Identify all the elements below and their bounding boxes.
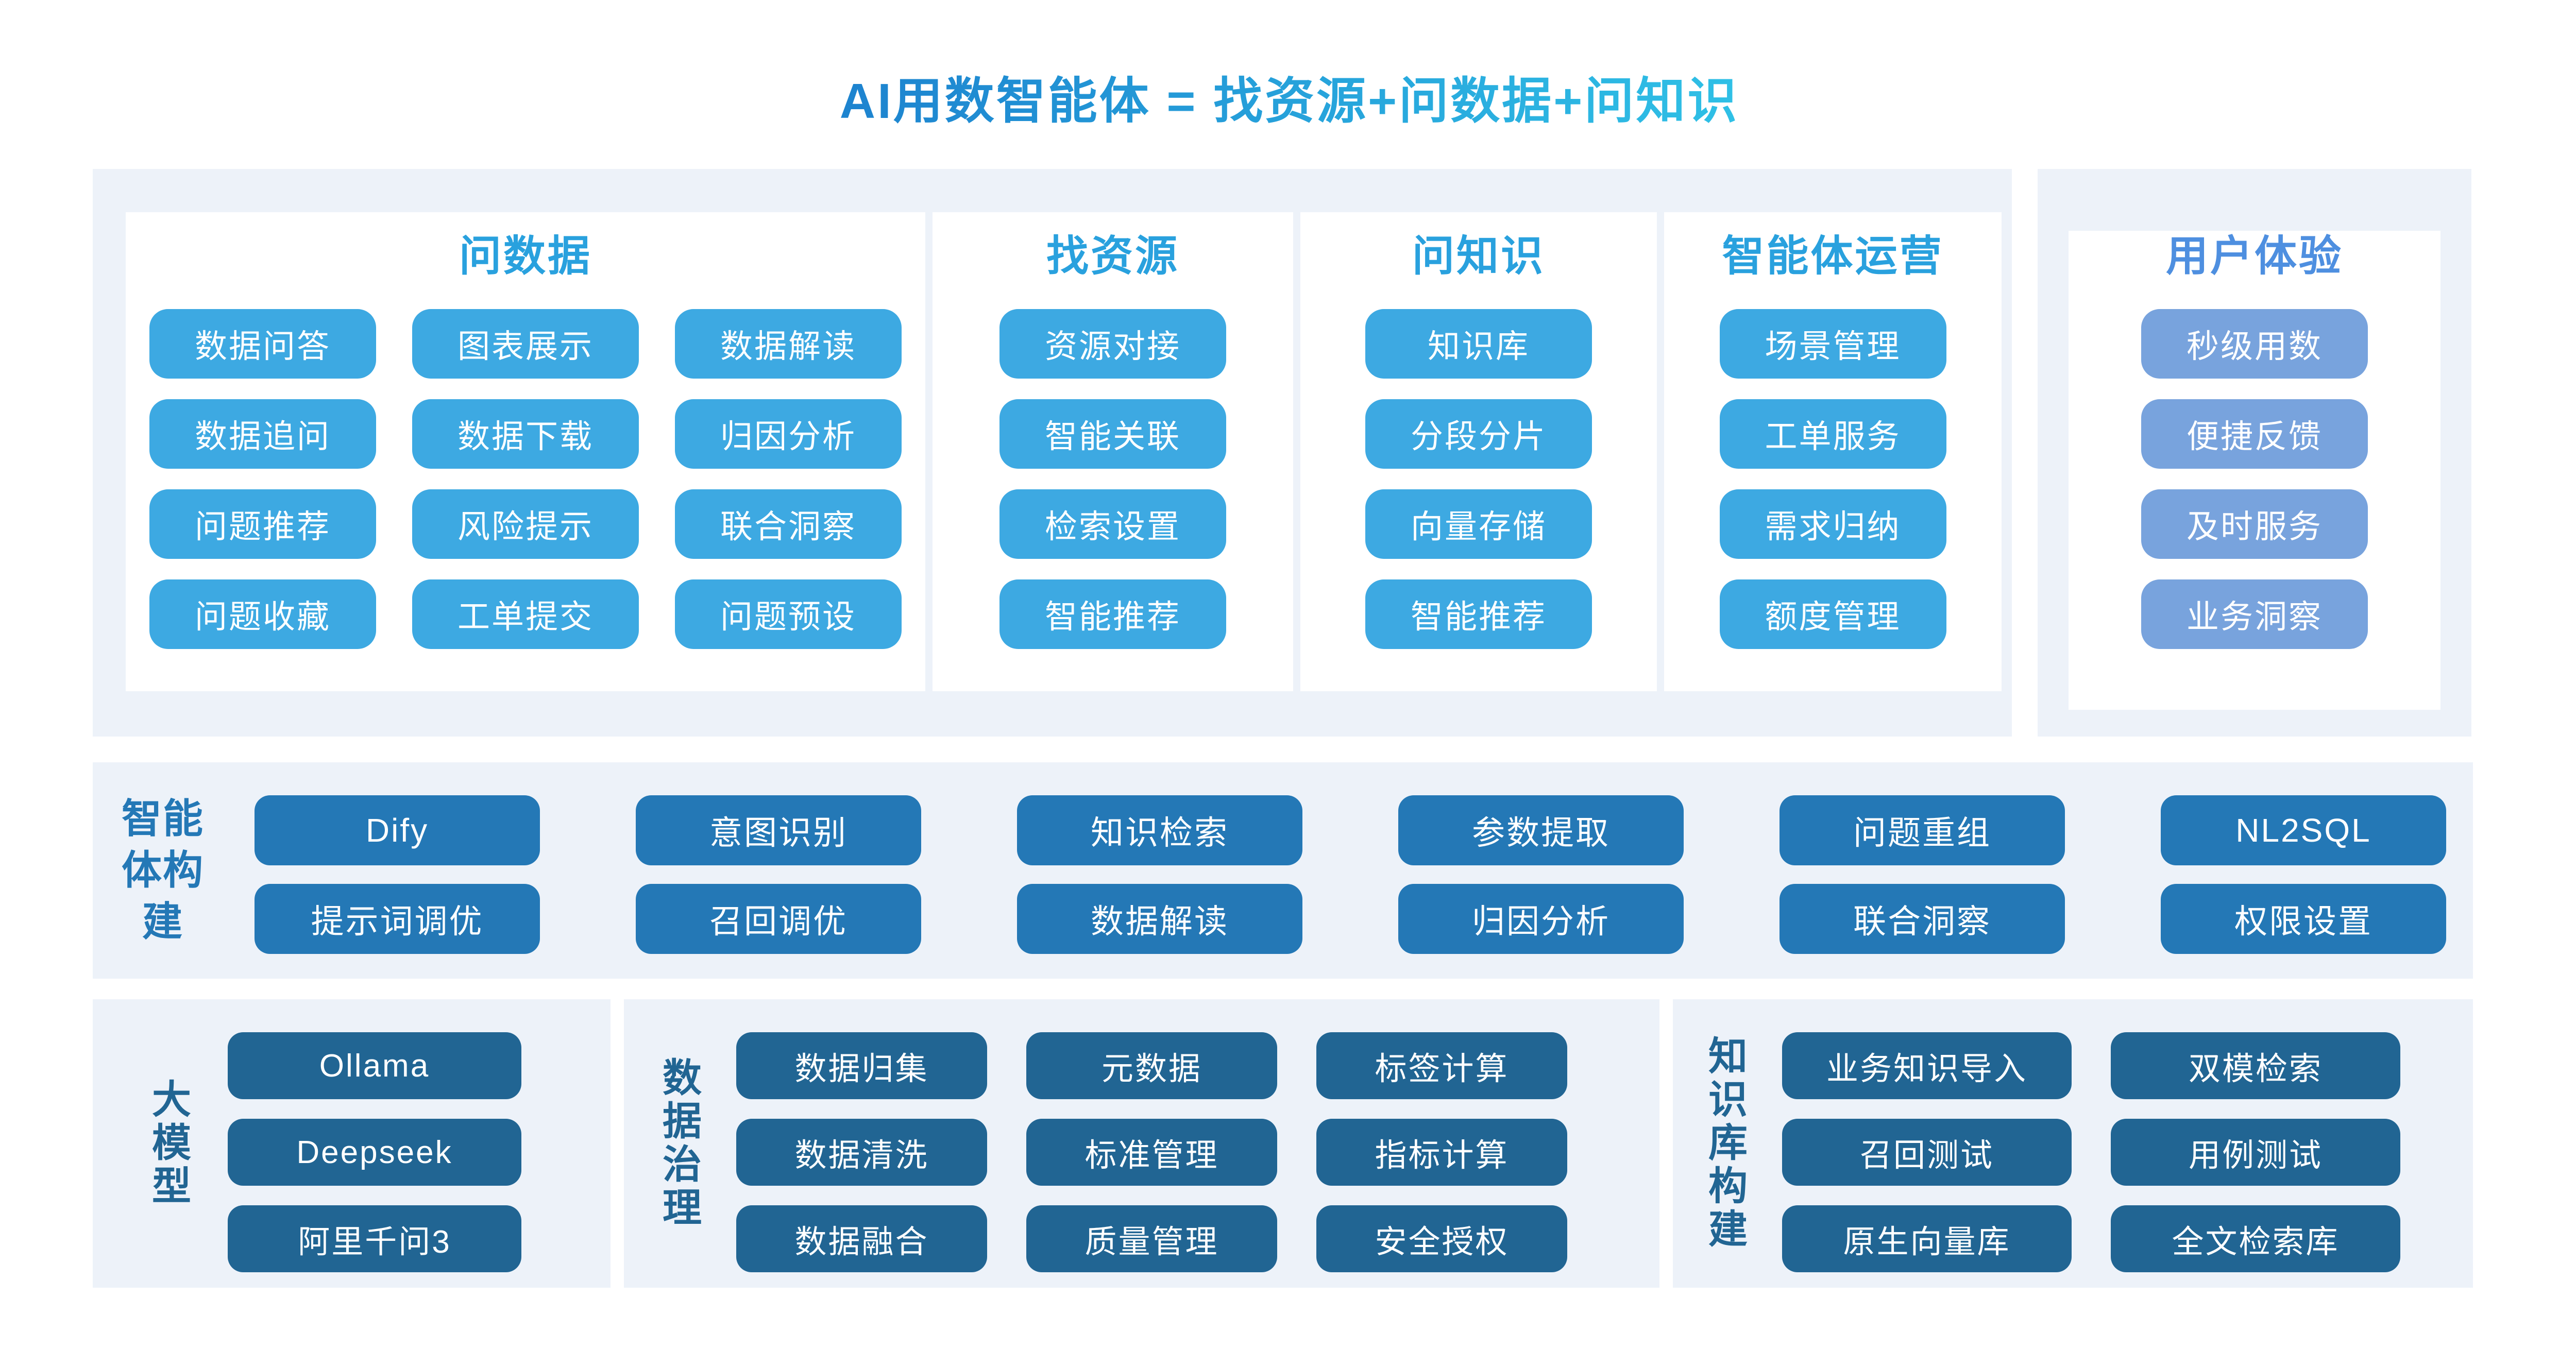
feature-box: 风险提示 [412, 489, 639, 559]
column-header-find-resources: 找资源 [1046, 233, 1179, 280]
user-experience-list: 秒级用数 便捷反馈 及时服务 业务洞察 [2069, 309, 2441, 649]
capability-box: 权限设置 [2161, 884, 2446, 954]
foundation-box: 标签计算 [1316, 1032, 1567, 1099]
foundation-box: 双模检索 [2111, 1032, 2400, 1099]
feature-box: 问题收藏 [149, 579, 376, 649]
column-find-resources: 找资源 资源对接 智能关联 检索设置 智能推荐 [933, 212, 1293, 691]
title-row: AI用数智能体 = 找资源+问数据+问知识 [0, 61, 2576, 132]
capability-box: NL2SQL [2161, 795, 2446, 865]
feature-box: 归因分析 [675, 399, 902, 469]
feature-box: 工单服务 [1719, 399, 1946, 469]
agent-build-row-1: Dify 意图识别 知识检索 参数提取 问题重组 NL2SQL [255, 795, 2446, 865]
foundation-box: 数据清洗 [736, 1119, 987, 1186]
ask-data-grid: 数据问答 图表展示 数据解读 数据追问 数据下载 归因分析 问题推荐 风险提示 … [126, 309, 925, 649]
foundation-section: 大模型 Ollama Deepseek 阿里千问3 数据治理 数据归集 元数据 … [93, 999, 2473, 1288]
feature-box: 智能推荐 [1365, 579, 1592, 649]
column-header-ask-knowledge: 问知识 [1412, 233, 1545, 280]
foundation-box: 标准管理 [1026, 1119, 1277, 1186]
column-ask-knowledge: 问知识 知识库 分段分片 向量存储 智能推荐 [1300, 212, 1657, 691]
knowledge-base-panel: 知识库构建 业务知识导入 双模检索 召回测试 用例测试 原生向量库 全文检索库 [1673, 999, 2473, 1288]
feature-box: 智能推荐 [999, 579, 1226, 649]
capability-box: 联合洞察 [1780, 884, 2065, 954]
feature-box: 联合洞察 [675, 489, 902, 559]
feature-box: 需求归纳 [1719, 489, 1946, 559]
feature-box: 图表展示 [412, 309, 639, 379]
foundation-box: 数据融合 [736, 1205, 987, 1272]
foundation-box: 数据归集 [736, 1032, 987, 1099]
capability-box: 归因分析 [1398, 884, 1684, 954]
feature-box: 额度管理 [1719, 579, 1946, 649]
capability-box: 召回调优 [636, 884, 921, 954]
feature-box: 秒级用数 [2141, 309, 2368, 379]
capability-box: 问题重组 [1780, 795, 2065, 865]
ask-knowledge-list: 知识库 分段分片 向量存储 智能推荐 [1300, 309, 1657, 649]
top-section: 问数据 数据问答 图表展示 数据解读 数据追问 数据下载 归因分析 问题推荐 风… [93, 169, 2471, 737]
feature-box: 数据追问 [149, 399, 376, 469]
user-experience-panel: 用户体验 秒级用数 便捷反馈 及时服务 业务洞察 [2038, 169, 2471, 737]
foundation-box: 召回测试 [1782, 1119, 2072, 1186]
feature-box: 数据下载 [412, 399, 639, 469]
band-label-llm: 大模型 [146, 1079, 190, 1208]
llm-list: Ollama Deepseek 阿里千问3 [228, 999, 521, 1288]
capability-box: 数据解读 [1017, 884, 1302, 954]
foundation-box: 元数据 [1026, 1032, 1277, 1099]
column-header-user-experience: 用户体验 [2165, 233, 2343, 280]
column-ask-data: 问数据 数据问答 图表展示 数据解读 数据追问 数据下载 归因分析 问题推荐 风… [126, 212, 925, 691]
foundation-box: 安全授权 [1316, 1205, 1567, 1272]
band-label-knowledge-base: 知识库构建 [1702, 1035, 1746, 1252]
feature-box: 数据解读 [675, 309, 902, 379]
feature-box: 场景管理 [1719, 309, 1946, 379]
data-governance-grid: 数据归集 元数据 标签计算 数据清洗 标准管理 指标计算 数据融合 质量管理 安… [736, 999, 1567, 1288]
agent-operations-list: 场景管理 工单服务 需求归纳 额度管理 [1664, 309, 2002, 649]
feature-box: 分段分片 [1365, 399, 1592, 469]
column-header-ask-data: 问数据 [459, 233, 592, 280]
capability-box: Dify [255, 795, 540, 865]
feature-box: 检索设置 [999, 489, 1226, 559]
user-experience-card: 用户体验 秒级用数 便捷反馈 及时服务 业务洞察 [2069, 231, 2441, 710]
foundation-box: Ollama [228, 1032, 521, 1099]
capability-box: 参数提取 [1398, 795, 1684, 865]
feature-box: 资源对接 [999, 309, 1226, 379]
feature-box: 便捷反馈 [2141, 399, 2368, 469]
feature-box: 及时服务 [2141, 489, 2368, 559]
feature-box: 智能关联 [999, 399, 1226, 469]
find-resources-list: 资源对接 智能关联 检索设置 智能推荐 [933, 309, 1293, 649]
feature-box: 工单提交 [412, 579, 639, 649]
feature-box: 业务洞察 [2141, 579, 2368, 649]
capability-box: 知识检索 [1017, 795, 1302, 865]
agent-build-band: 智能体构建 Dify 意图识别 知识检索 参数提取 问题重组 NL2SQL 提示… [93, 762, 2473, 979]
foundation-box: 阿里千问3 [228, 1205, 521, 1272]
foundation-box: 用例测试 [2111, 1119, 2400, 1186]
feature-box: 问题推荐 [149, 489, 376, 559]
band-label-data-governance: 数据治理 [656, 1057, 700, 1230]
column-header-agent-operations: 智能体运营 [1722, 233, 1944, 280]
knowledge-base-grid: 业务知识导入 双模检索 召回测试 用例测试 原生向量库 全文检索库 [1782, 999, 2400, 1288]
foundation-box: 指标计算 [1316, 1119, 1567, 1186]
agent-build-row-2: 提示词调优 召回调优 数据解读 归因分析 联合洞察 权限设置 [255, 884, 2446, 954]
foundation-box: 原生向量库 [1782, 1205, 2072, 1272]
page-title: AI用数智能体 = 找资源+问数据+问知识 [840, 61, 1739, 132]
llm-panel: 大模型 Ollama Deepseek 阿里千问3 [93, 999, 611, 1288]
feature-box: 问题预设 [675, 579, 902, 649]
feature-box: 知识库 [1365, 309, 1592, 379]
capability-box: 提示词调优 [255, 884, 540, 954]
foundation-box: 质量管理 [1026, 1205, 1277, 1272]
capability-panel: 问数据 数据问答 图表展示 数据解读 数据追问 数据下载 归因分析 问题推荐 风… [93, 169, 2012, 737]
band-label-agent-build: 智能体构建 [121, 796, 204, 944]
foundation-box: 全文检索库 [2111, 1205, 2400, 1272]
feature-box: 向量存储 [1365, 489, 1592, 559]
foundation-box: 业务知识导入 [1782, 1032, 2072, 1099]
agent-build-grid: Dify 意图识别 知识检索 参数提取 问题重组 NL2SQL 提示词调优 召回… [255, 762, 2446, 979]
foundation-box: Deepseek [228, 1119, 521, 1186]
capability-box: 意图识别 [636, 795, 921, 865]
feature-box: 数据问答 [149, 309, 376, 379]
column-agent-operations: 智能体运营 场景管理 工单服务 需求归纳 额度管理 [1664, 212, 2002, 691]
data-governance-panel: 数据治理 数据归集 元数据 标签计算 数据清洗 标准管理 指标计算 数据融合 质… [624, 999, 1659, 1288]
